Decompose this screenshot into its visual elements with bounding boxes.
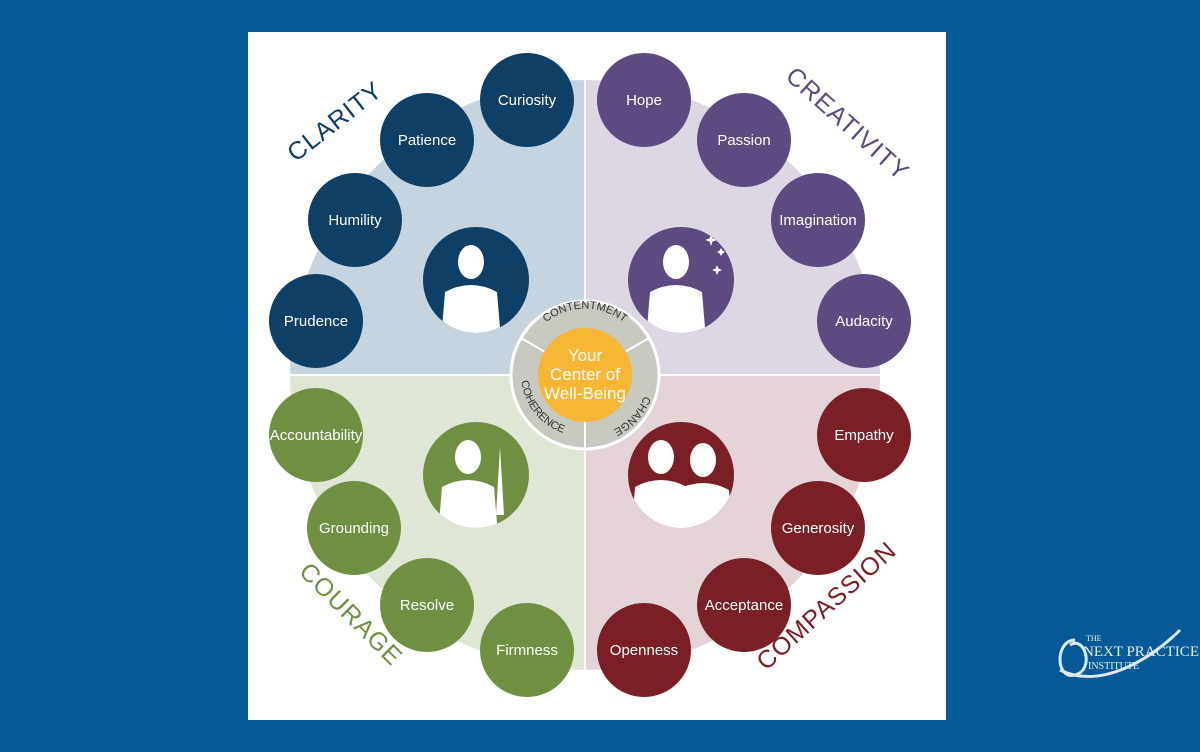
trait-circle xyxy=(697,558,791,652)
trait-label: Audacity xyxy=(835,313,893,330)
quadrant-title-creativity: CREATIVITY xyxy=(780,62,914,187)
trait-label: Accountability xyxy=(270,427,363,444)
trait-label: Empathy xyxy=(834,427,894,444)
trait-circle xyxy=(269,274,363,368)
body xyxy=(646,285,706,333)
trait-label: Grounding xyxy=(319,520,389,537)
trait-circle xyxy=(480,603,574,697)
center-core xyxy=(538,328,632,422)
person-silhouette xyxy=(646,234,725,333)
trait-label: Prudence xyxy=(284,313,348,330)
body xyxy=(441,285,501,333)
trait-passion[interactable]: Passion xyxy=(697,93,791,187)
ring-divider xyxy=(625,337,650,353)
logo-line3: INSTITUTE xyxy=(1088,661,1139,672)
trait-label: Openness xyxy=(610,642,678,659)
trait-circle xyxy=(380,93,474,187)
trait-circle xyxy=(817,274,911,368)
trait-circle xyxy=(597,53,691,147)
trait-circle xyxy=(269,388,363,482)
trait-label: Hope xyxy=(626,92,662,109)
trait-circle xyxy=(380,558,474,652)
trait-firmness[interactable]: Firmness xyxy=(480,603,574,697)
trait-circle xyxy=(697,93,791,187)
logo-swoosh xyxy=(1058,628,1182,678)
sword xyxy=(496,447,504,515)
trait-grounding[interactable]: Grounding xyxy=(307,481,401,575)
trait-openness[interactable]: Openness xyxy=(597,603,691,697)
body xyxy=(438,480,498,528)
trait-label: Resolve xyxy=(400,597,454,614)
person-silhouette xyxy=(441,245,501,333)
center-text-line: Your xyxy=(568,346,603,365)
trait-label: Patience xyxy=(398,132,456,149)
logo-line1: THE xyxy=(1086,634,1102,643)
center-text-line: Center of xyxy=(550,365,620,384)
trait-circle xyxy=(480,53,574,147)
trait-label: Acceptance xyxy=(705,597,783,614)
sparkle-icon xyxy=(717,248,725,256)
trait-label: Firmness xyxy=(496,642,558,659)
trait-accountability[interactable]: Accountability xyxy=(269,388,363,482)
thinking-person-icon xyxy=(423,227,529,333)
trait-label: Passion xyxy=(717,132,770,149)
trait-label: Humility xyxy=(328,212,382,229)
person-silhouette xyxy=(438,440,504,528)
trait-audacity[interactable]: Audacity xyxy=(817,274,911,368)
trait-hope[interactable]: Hope xyxy=(597,53,691,147)
trait-humility[interactable]: Humility xyxy=(308,173,402,267)
trait-circle xyxy=(771,481,865,575)
trait-patience[interactable]: Patience xyxy=(380,93,474,187)
trait-circle xyxy=(308,173,402,267)
trait-prudence[interactable]: Prudence xyxy=(269,274,363,368)
trait-resolve[interactable]: Resolve xyxy=(380,558,474,652)
trait-empathy[interactable]: Empathy xyxy=(817,388,911,482)
head xyxy=(648,440,674,474)
ring-divider xyxy=(520,337,545,353)
trait-imagination[interactable]: Imagination xyxy=(771,173,865,267)
trait-label: Curiosity xyxy=(498,92,557,109)
head xyxy=(690,443,716,477)
sparkle-icon xyxy=(705,234,717,246)
trait-circle xyxy=(817,388,911,482)
trait-circle xyxy=(307,481,401,575)
head xyxy=(663,245,689,279)
trait-circle xyxy=(771,173,865,267)
trait-acceptance[interactable]: Acceptance xyxy=(697,558,791,652)
trait-generosity[interactable]: Generosity xyxy=(771,481,865,575)
logo-line2: NEXT PRACTICE xyxy=(1083,644,1199,660)
sparkle-icon xyxy=(712,265,722,275)
head xyxy=(455,440,481,474)
person-with-sword-icon xyxy=(423,422,529,528)
trait-label: Generosity xyxy=(782,520,855,537)
sparkle-person-icon xyxy=(628,227,734,333)
quadrant-title-clarity: CLARITY xyxy=(282,76,388,167)
head xyxy=(458,245,484,279)
trait-curiosity[interactable]: Curiosity xyxy=(480,53,574,147)
trait-label: Imagination xyxy=(779,212,857,229)
center-text-line: Well-Being xyxy=(544,384,626,403)
trait-circle xyxy=(597,603,691,697)
two-people-icon xyxy=(628,422,734,528)
